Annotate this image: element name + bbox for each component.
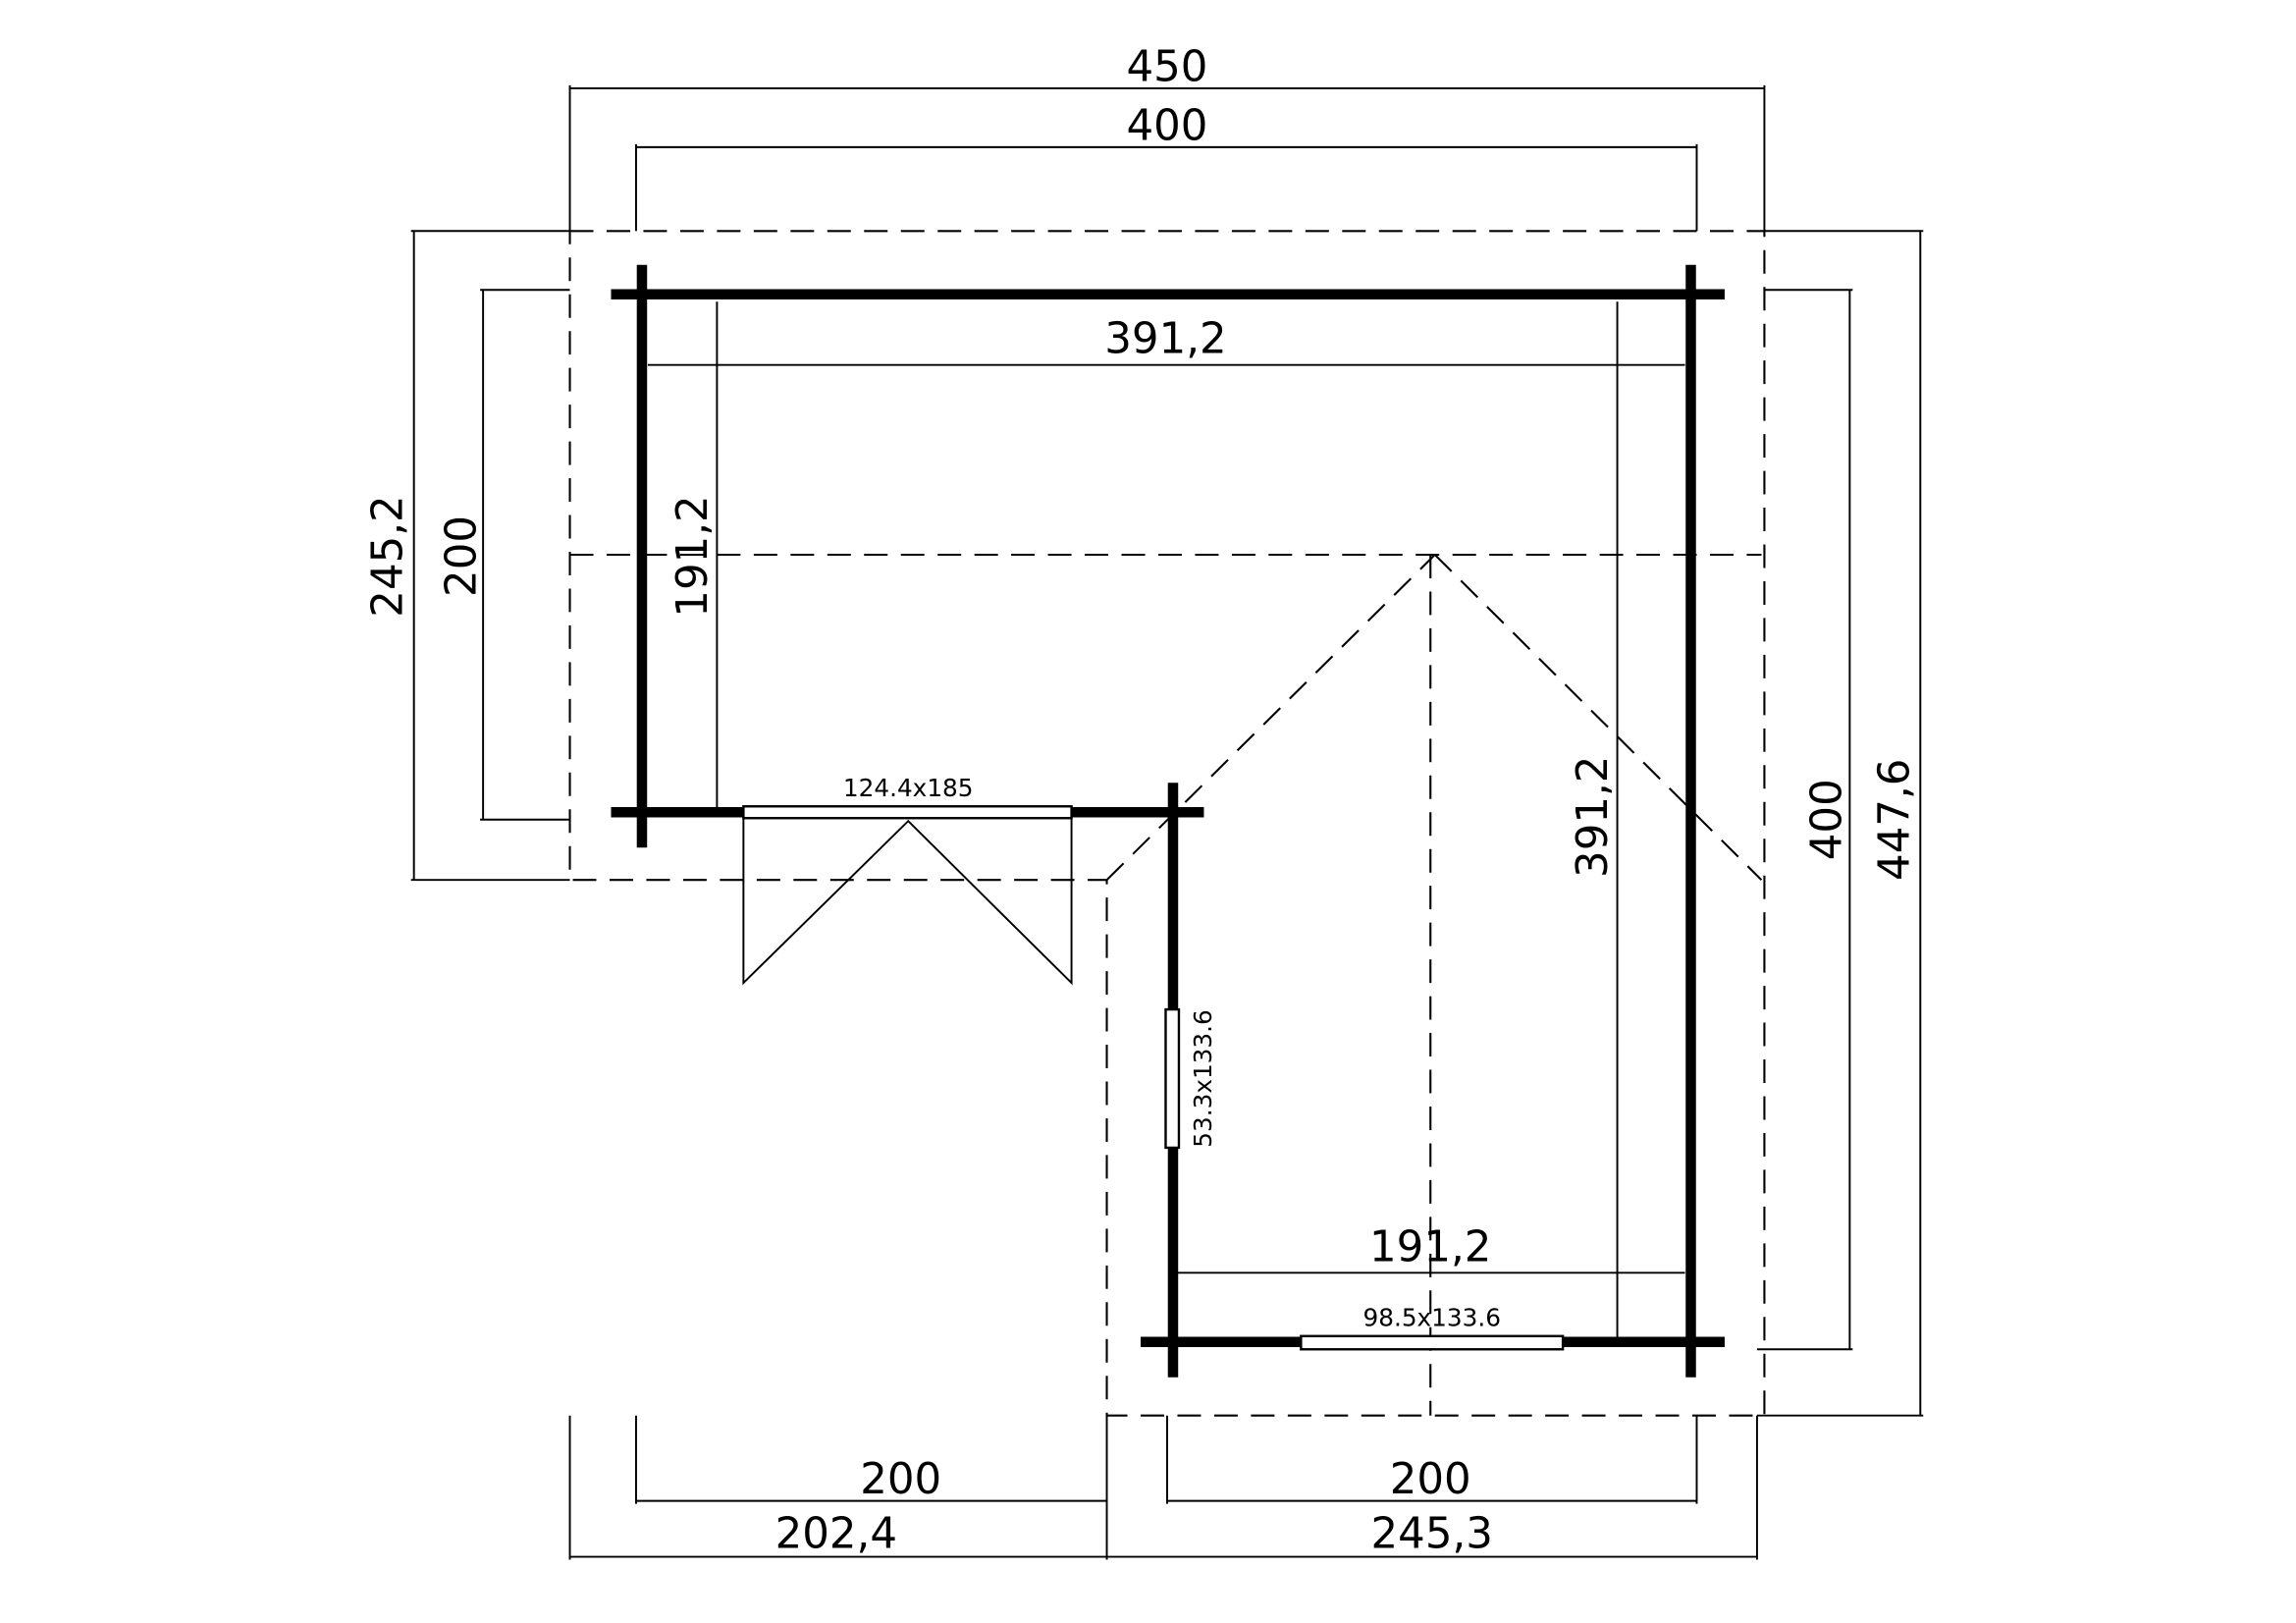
dim-right-inner: 391,2 bbox=[1569, 756, 1618, 878]
dim-top-walls: 400 bbox=[1127, 101, 1208, 150]
walls bbox=[611, 264, 1725, 1378]
dim-left-inner: 191,2 bbox=[668, 495, 718, 617]
inner-dimensions: 391,2 191,2 391,2 191,2 bbox=[647, 301, 1685, 1339]
bottom-window: 98.5x133.6 bbox=[1300, 1303, 1565, 1351]
door: 124.4x185 bbox=[742, 774, 1073, 986]
dim-bottom-left-walls: 200 bbox=[860, 1455, 941, 1504]
dim-left-overall: 245,2 bbox=[364, 495, 413, 617]
dim-left-walls: 200 bbox=[438, 515, 487, 597]
dim-right-overall: 447,6 bbox=[1870, 759, 1919, 881]
dim-bottom-inner: 191,2 bbox=[1369, 1222, 1491, 1271]
bottom-window-size-label: 98.5x133.6 bbox=[1363, 1303, 1501, 1331]
side-window-size-label: 53.3x133.6 bbox=[1189, 1009, 1217, 1147]
dim-bottom-right-walls: 200 bbox=[1390, 1455, 1471, 1504]
outer-dimensions: 450 400 245,2 200 400 447,6 200 200 202,… bbox=[364, 42, 1924, 1560]
dim-bottom-right-overall: 245,3 bbox=[1371, 1510, 1493, 1559]
side-window: 53.3x133.6 bbox=[1164, 1007, 1217, 1150]
dim-top-inner: 391,2 bbox=[1104, 315, 1226, 364]
dim-right-walls: 400 bbox=[1802, 779, 1851, 860]
dim-bottom-left-overall: 202,4 bbox=[775, 1510, 897, 1559]
dim-top-overall: 450 bbox=[1127, 42, 1208, 91]
door-size-label: 124.4x185 bbox=[843, 774, 974, 802]
